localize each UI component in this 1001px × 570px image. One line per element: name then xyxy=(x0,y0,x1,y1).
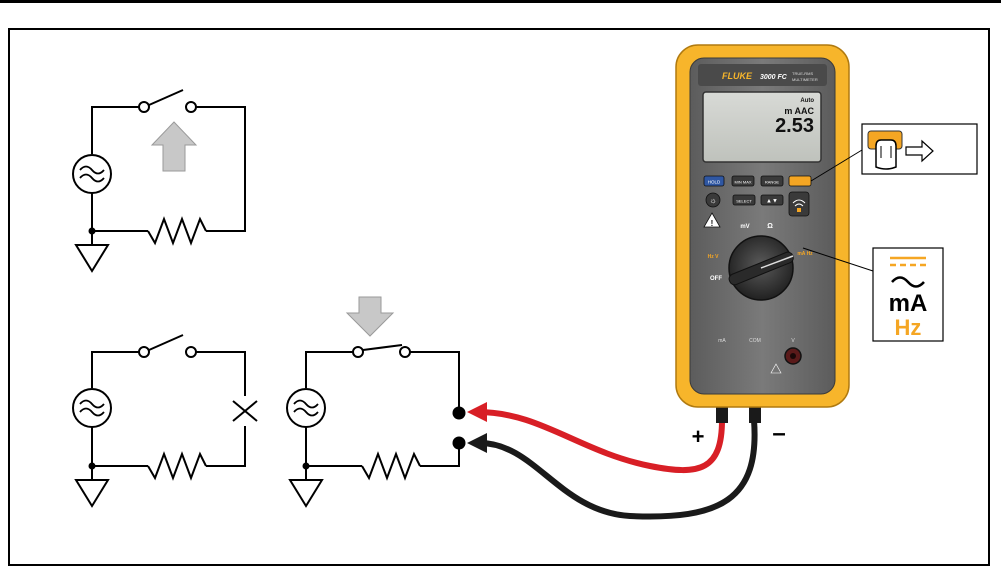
meter-model-sub: MULTIMETER xyxy=(792,77,818,82)
hold-button-label: HOLD xyxy=(708,180,721,185)
terminal-dot xyxy=(452,406,466,420)
ground-icon xyxy=(74,479,110,508)
circuit1-wire xyxy=(91,106,144,154)
select-button[interactable] xyxy=(732,194,756,206)
lcd-mode: Auto xyxy=(800,98,814,104)
warning-icon xyxy=(703,212,721,228)
lcd-value: 2.53 xyxy=(775,115,814,137)
range-button-label: RANGE xyxy=(765,180,780,185)
svg-text:!: ! xyxy=(711,219,714,228)
hold-button[interactable] xyxy=(703,175,725,187)
jack-label-v: V xyxy=(791,338,795,344)
red-lead-arrowhead xyxy=(467,402,487,422)
down-arrow-icon xyxy=(345,296,395,337)
circuit-open-switch xyxy=(72,89,246,273)
dial-label-ohm: Ω xyxy=(767,223,773,230)
lcd-unit: m AAC xyxy=(784,106,814,116)
circuit1-wire-bottom xyxy=(91,193,148,232)
ground-icon xyxy=(74,244,110,273)
multimeter: FLUKE 3000 FC TRUE-RMS MULTIMETER Auto m… xyxy=(675,44,850,408)
ac-source-icon xyxy=(72,154,112,194)
ac-source-icon xyxy=(72,388,112,428)
ground-icon xyxy=(288,479,324,508)
minmax-button[interactable] xyxy=(731,175,755,187)
up-down-icon: ▲▼ xyxy=(766,199,778,205)
black-lead-arrowhead xyxy=(467,433,487,453)
up-down-button[interactable] xyxy=(760,194,784,206)
circuit-measure xyxy=(286,344,460,508)
jack-label-ma: mA xyxy=(718,338,726,344)
ac-wave xyxy=(79,165,105,183)
range-button[interactable] xyxy=(760,175,784,187)
figure-frame xyxy=(8,28,990,566)
ac-source-icon xyxy=(286,388,326,428)
circuit1-switch-blade xyxy=(148,89,184,106)
callout-hz-label: Hz xyxy=(895,315,922,340)
dial-label-ma-hz: mA Hz xyxy=(797,251,813,257)
red-test-lead xyxy=(475,409,725,474)
dial-label-mv: mV xyxy=(740,224,749,230)
up-arrow-icon xyxy=(150,121,198,172)
switch-contact xyxy=(185,101,197,113)
select-button-label: SELECT xyxy=(736,199,752,204)
wireless-icon xyxy=(792,199,806,207)
dial-label-off: OFF xyxy=(710,276,722,282)
callout-ma-label: mA xyxy=(889,290,928,317)
backlight-button[interactable] xyxy=(705,192,721,208)
break-x-icon xyxy=(232,400,258,422)
yellow-function-button[interactable] xyxy=(788,175,812,187)
ac-symbol xyxy=(891,276,925,288)
plus-label: + xyxy=(692,424,705,449)
circuit-broken xyxy=(72,334,246,508)
callout-dial: mA Hz xyxy=(802,247,944,342)
meter-brand: FLUKE xyxy=(722,71,753,81)
arrow-right-icon xyxy=(905,139,934,163)
black-test-lead xyxy=(477,417,758,520)
meter-lcd xyxy=(702,91,822,163)
switch-contact xyxy=(138,101,150,113)
sun-icon: ☼ xyxy=(709,196,716,205)
meter-model-sub: TRUE-RMS xyxy=(792,71,813,76)
resistor-zigzag xyxy=(147,216,207,246)
minmax-button-label: MIN MAX xyxy=(734,180,751,185)
minus-label: – xyxy=(772,420,785,447)
dial-label-hz-v: Hz V xyxy=(708,254,720,260)
callout-button xyxy=(810,123,978,182)
terminal-dot xyxy=(452,436,466,450)
jack-label-com: COM xyxy=(749,338,761,344)
press-finger-icon xyxy=(875,139,897,170)
circuit1-wire-right xyxy=(191,106,246,232)
meter-model: 3000 FC xyxy=(760,74,788,81)
top-rule xyxy=(0,0,1001,3)
